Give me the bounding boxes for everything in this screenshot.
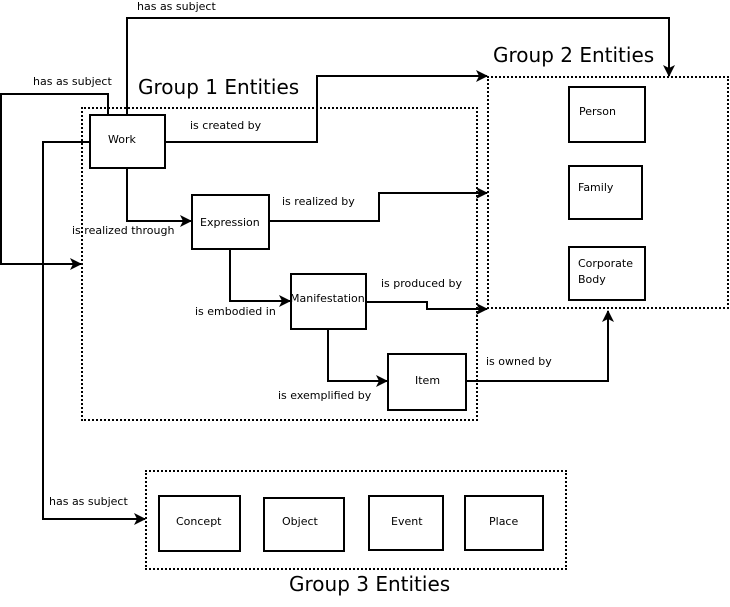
entity-corporate-body-label-line2: Body: [578, 273, 606, 286]
entity-event-label: Event: [391, 515, 423, 528]
label-work-subject-group3: has as subject: [49, 495, 128, 508]
group2-title: Group 2 Entities: [493, 43, 655, 67]
edge-work-created-by: [165, 70, 488, 143]
label-work-created-by: is created by: [190, 119, 262, 132]
label-expression-embodied-in: is embodied in: [195, 305, 276, 318]
entity-concept-label: Concept: [176, 515, 222, 528]
entity-expression[interactable]: Expression: [191, 194, 270, 250]
entity-family-label: Family: [578, 181, 614, 194]
edge-expression-realized-by: [269, 187, 488, 222]
group2-container: [487, 76, 729, 309]
entity-object[interactable]: Object: [263, 497, 345, 552]
entity-item-label: Item: [415, 374, 441, 387]
group3-title: Group 3 Entities: [289, 572, 451, 596]
edge-work-subject-group3: [42, 141, 146, 525]
label-manifestation-exemplified-by: is exemplified by: [278, 389, 372, 402]
entity-event[interactable]: Event: [368, 495, 444, 551]
entity-work[interactable]: Work: [89, 114, 166, 169]
entity-person-label: Person: [579, 105, 616, 118]
entity-item[interactable]: Item: [387, 353, 467, 411]
entity-place-label: Place: [489, 515, 519, 528]
edge-work-subject-group2: [126, 17, 675, 114]
label-work-subject-group2: has as subject: [137, 0, 216, 13]
edge-work-realized-through: [126, 168, 192, 227]
label-work-realized-through: is realized through: [72, 224, 175, 237]
entity-work-label: Work: [108, 133, 136, 146]
group3-container: [145, 470, 567, 570]
entity-expression-label: Expression: [200, 216, 260, 229]
entity-corporate-body[interactable]: Corporate Body: [568, 246, 646, 301]
entity-place[interactable]: Place: [464, 495, 544, 551]
edge-work-subject-group1: [0, 93, 109, 270]
entity-family[interactable]: Family: [568, 165, 643, 220]
edge-manifestation-produced-by: [366, 301, 488, 315]
edge-expression-embodied-in: [229, 249, 291, 307]
edge-item-owned-by: [466, 310, 614, 382]
entity-manifestation[interactable]: Manifestation: [290, 273, 367, 330]
label-manifestation-produced-by: is produced by: [381, 277, 463, 290]
entity-corporate-body-label-line1: Corporate: [578, 257, 633, 270]
entity-concept[interactable]: Concept: [158, 495, 241, 552]
label-work-subject-group1: has as subject: [33, 75, 112, 88]
group1-container: [81, 107, 478, 421]
edge-manifestation-exemplified-by: [327, 329, 388, 387]
label-expression-realized-by: is realized by: [282, 195, 355, 208]
entity-manifestation-label: Manifestation: [290, 292, 365, 305]
entity-object-label: Object: [282, 515, 318, 528]
entity-person[interactable]: Person: [568, 86, 646, 143]
group1-title: Group 1 Entities: [138, 75, 300, 99]
label-item-owned-by: is owned by: [486, 355, 552, 368]
